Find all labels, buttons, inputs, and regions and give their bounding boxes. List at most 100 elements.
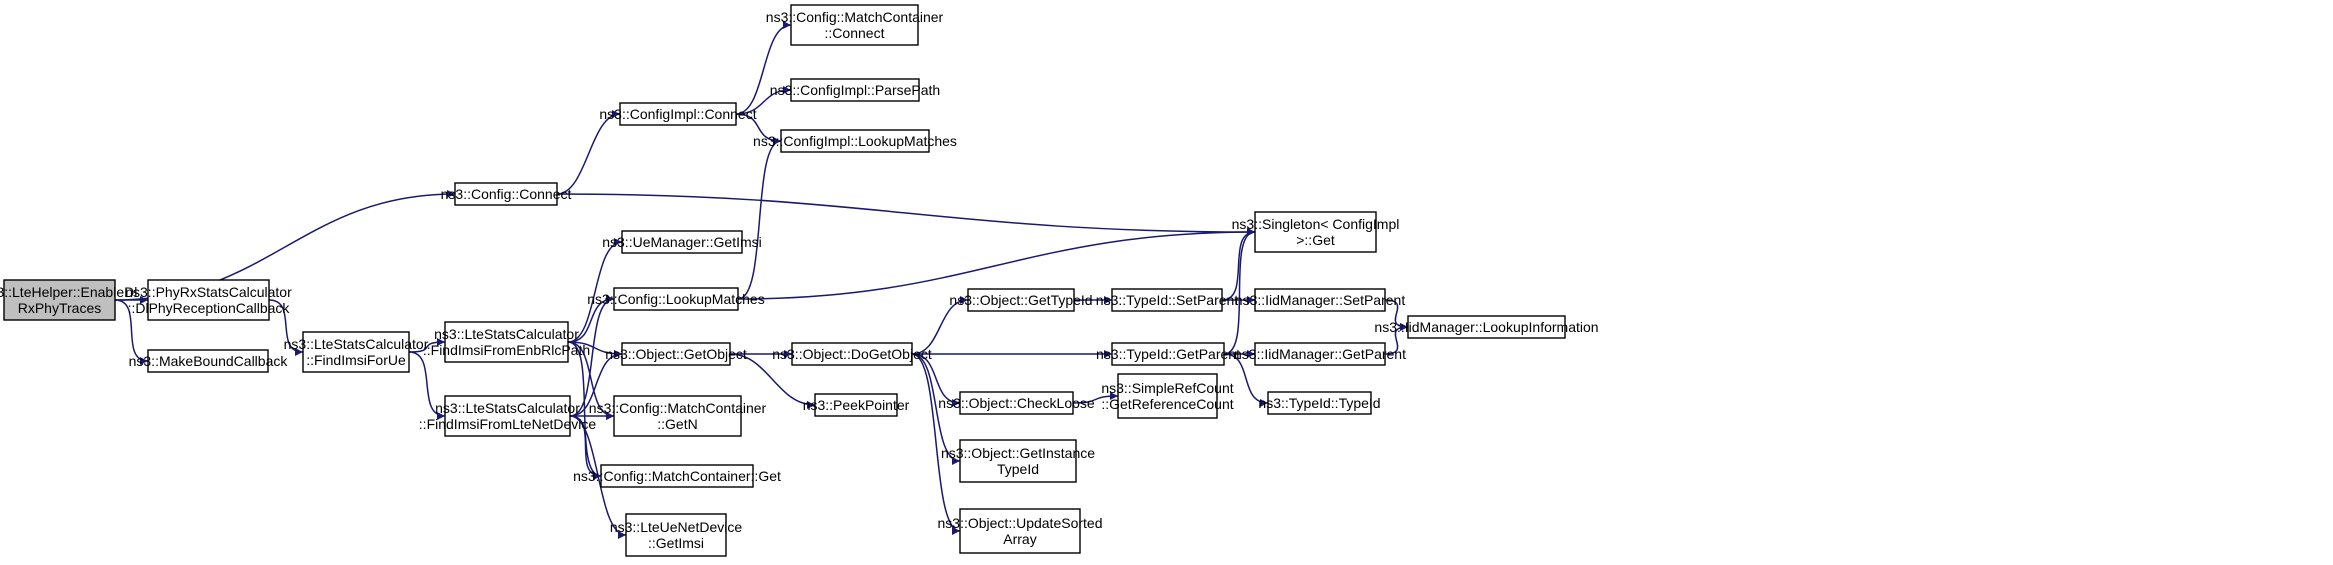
node-label: ns3::PhyRxStatsCalculator xyxy=(125,284,292,300)
node-typeid-setparent[interactable]: ns3::TypeId::SetParent xyxy=(1096,288,1239,312)
edge-find-imsi-from-enb-rlc-path-to-uemanager-getimsi xyxy=(567,238,623,343)
node-box xyxy=(147,349,269,373)
node-box xyxy=(444,321,569,363)
node-label: ::GetReferenceCount xyxy=(1101,396,1233,412)
node-box xyxy=(619,102,737,126)
edge-object-dogetobject-to-object-updatesortedarray xyxy=(911,353,961,535)
node-label: ns3::TypeId::GetParent xyxy=(1096,346,1240,362)
node-configimpl-connect[interactable]: ns3::ConfigImpl::Connect xyxy=(599,102,757,126)
node-label: ns3::UeManager::GetImsi xyxy=(602,234,762,250)
node-configimpl-lookupmatches[interactable]: ns3::ConfigImpl::LookupMatches xyxy=(753,129,957,153)
node-label: ns3::Object::GetObject xyxy=(605,346,747,362)
node-find-imsi-for-ue[interactable]: ns3::LteStatsCalculator::FindImsiForUe xyxy=(284,331,429,373)
node-find-imsi-from-enb-rlc-path[interactable]: ns3::LteStatsCalculator::FindImsiFromEnb… xyxy=(423,321,590,363)
edge-config-connect-to-singleton-get xyxy=(556,193,1256,236)
edge-config-connect-to-configimpl-connect xyxy=(556,110,621,195)
node-box xyxy=(444,395,571,437)
node-object-getobject[interactable]: ns3::Object::GetObject xyxy=(605,342,747,366)
node-label: ns3::IidManager::SetParent xyxy=(1235,292,1406,308)
node-label: ns3::Config::LookupMatches xyxy=(587,291,764,307)
node-config-lookupmatches[interactable]: ns3::Config::LookupMatches xyxy=(587,287,765,311)
node-box xyxy=(790,78,920,102)
edge-object-getobject-to-peekpointer xyxy=(729,353,816,409)
node-box xyxy=(600,464,754,488)
node-uemanager-getimsi[interactable]: ns3::UeManager::GetImsi xyxy=(602,230,762,254)
edge-find-imsi-from-lte-net-device-to-config-lookupmatches xyxy=(569,295,615,417)
edges-layer xyxy=(114,21,1409,539)
edge-object-dogetobject-to-object-gettypeid xyxy=(911,296,969,355)
node-singleton-get[interactable]: ns3::Singleton< ConfigImpl >::Get xyxy=(1232,211,1400,253)
node-typeid-typeid[interactable]: ns3::TypeId::TypeId xyxy=(1258,391,1381,415)
edge-configimpl-connect-to-configimpl-parsepath xyxy=(735,86,792,115)
node-box xyxy=(1254,288,1386,312)
node-label: ::Connect xyxy=(825,25,885,41)
node-label: ns3::Object::GetTypeId xyxy=(949,292,1092,308)
node-lteuenetdevice-getimsi[interactable]: ns3::LteUeNetDevice::GetImsi xyxy=(610,513,743,557)
edge-find-imsi-from-enb-rlc-path-to-matchcontainer-getn xyxy=(567,341,615,420)
node-label: ns3::Config::MatchContainer xyxy=(766,9,944,25)
node-iidmanager-getparent[interactable]: ns3::IidManager::GetParent xyxy=(1234,342,1406,366)
nodes-layer: ns3::LteHelper::EnableDlRxPhyTracesns3::… xyxy=(0,4,1599,557)
node-label: ns3::Singleton< ConfigImpl xyxy=(1232,216,1400,232)
node-configimpl-parsepath[interactable]: ns3::ConfigImpl::ParsePath xyxy=(770,78,940,102)
node-config-connect[interactable]: ns3::Config::Connect xyxy=(441,182,572,206)
edge-find-imsi-from-lte-net-device-to-lteuenetdevice-getimsi xyxy=(569,415,627,539)
node-box xyxy=(1267,391,1372,415)
node-box xyxy=(814,393,898,417)
node-label: ns3::SimpleRefCount xyxy=(1101,380,1233,396)
node-typeid-getparent[interactable]: ns3::TypeId::GetParent xyxy=(1096,342,1240,366)
node-dl-phy-reception-callback[interactable]: ns3::PhyRxStatsCalculator::DlPhyReceptio… xyxy=(125,279,292,321)
node-label: ns3::LteUeNetDevice xyxy=(610,519,743,535)
edge-configimpl-connect-to-matchcontainer-connect xyxy=(735,21,792,115)
node-label: ns3::Object::GetInstance xyxy=(941,445,1095,461)
node-matchcontainer-get[interactable]: ns3::Config::MatchContainer::Get xyxy=(573,464,781,488)
node-object-checkloose[interactable]: ns3::Object::CheckLoose xyxy=(938,391,1095,415)
node-box xyxy=(621,342,731,366)
node-object-gettypeid[interactable]: ns3::Object::GetTypeId xyxy=(949,288,1093,312)
node-box xyxy=(1407,315,1566,339)
node-label: ::DlPhyReceptionCallback xyxy=(128,300,291,316)
edge-object-checkloose-to-simplerefcount-getreferencecount xyxy=(1072,392,1119,404)
node-label: ns3::TypeId::TypeId xyxy=(1258,395,1380,411)
node-simplerefcount-getreferencecount[interactable]: ns3::SimpleRefCount::GetReferenceCount xyxy=(1101,373,1234,419)
node-label: TypeId xyxy=(997,461,1039,477)
edge-object-dogetobject-to-object-checkloose xyxy=(911,353,961,407)
edge-find-imsi-from-lte-net-device-to-object-getobject xyxy=(569,350,623,417)
node-object-dogetobject[interactable]: ns3::Object::DoGetObject xyxy=(772,342,932,366)
node-label: ns3::IidManager::LookupInformation xyxy=(1374,319,1598,335)
node-box xyxy=(302,331,410,373)
node-box xyxy=(959,439,1077,483)
node-matchcontainer-connect[interactable]: ns3::Config::MatchContainer::Connect xyxy=(766,4,944,46)
node-peekpointer[interactable]: ns3::PeekPointer xyxy=(803,393,910,417)
node-label: ns3::LteHelper::EnableDl xyxy=(0,284,137,300)
node-label: ns3::LteStatsCalculator xyxy=(284,336,429,352)
edge-find-imsi-from-enb-rlc-path-to-config-lookupmatches xyxy=(567,295,615,343)
node-box xyxy=(625,513,727,557)
node-label: ns3::Object::CheckLoose xyxy=(938,395,1095,411)
node-label: RxPhyTraces xyxy=(18,300,102,316)
node-matchcontainer-getn[interactable]: ns3::Config::MatchContainer::GetN xyxy=(589,395,767,437)
node-iidmanager-lookupinformation[interactable]: ns3::IidManager::LookupInformation xyxy=(1374,315,1599,339)
node-iidmanager-setparent[interactable]: ns3::IidManager::SetParent xyxy=(1235,288,1406,312)
edge-typeid-getparent-to-typeid-typeid xyxy=(1223,353,1269,407)
node-label: ::GetN xyxy=(657,416,697,432)
node-box xyxy=(613,395,742,437)
node-label: ns3::IidManager::GetParent xyxy=(1234,346,1406,362)
node-box xyxy=(780,129,930,153)
edge-find-imsi-for-ue-to-find-imsi-from-lte-net-device xyxy=(408,351,446,420)
node-label: ns3::PeekPointer xyxy=(803,397,910,413)
node-label: ns3::ConfigImpl::ParsePath xyxy=(770,82,940,98)
node-label: ns3::LteStatsCalculator xyxy=(434,326,579,342)
node-find-imsi-from-lte-net-device[interactable]: ns3::LteStatsCalculator::FindImsiFromLte… xyxy=(419,395,597,437)
node-make-bound-callback[interactable]: ns3::MakeBoundCallback xyxy=(129,349,289,373)
node-box xyxy=(790,4,919,46)
node-label: ns3::Object::UpdateSorted xyxy=(938,515,1103,531)
node-box xyxy=(1254,342,1386,366)
edge-find-imsi-for-ue-to-find-imsi-from-enb-rlc-path xyxy=(408,338,446,353)
edge-enable-dl-rx-phy-traces-to-make-bound-callback xyxy=(114,299,149,365)
node-label: ns3::Config::MatchContainer xyxy=(589,400,767,416)
node-box xyxy=(147,279,270,321)
